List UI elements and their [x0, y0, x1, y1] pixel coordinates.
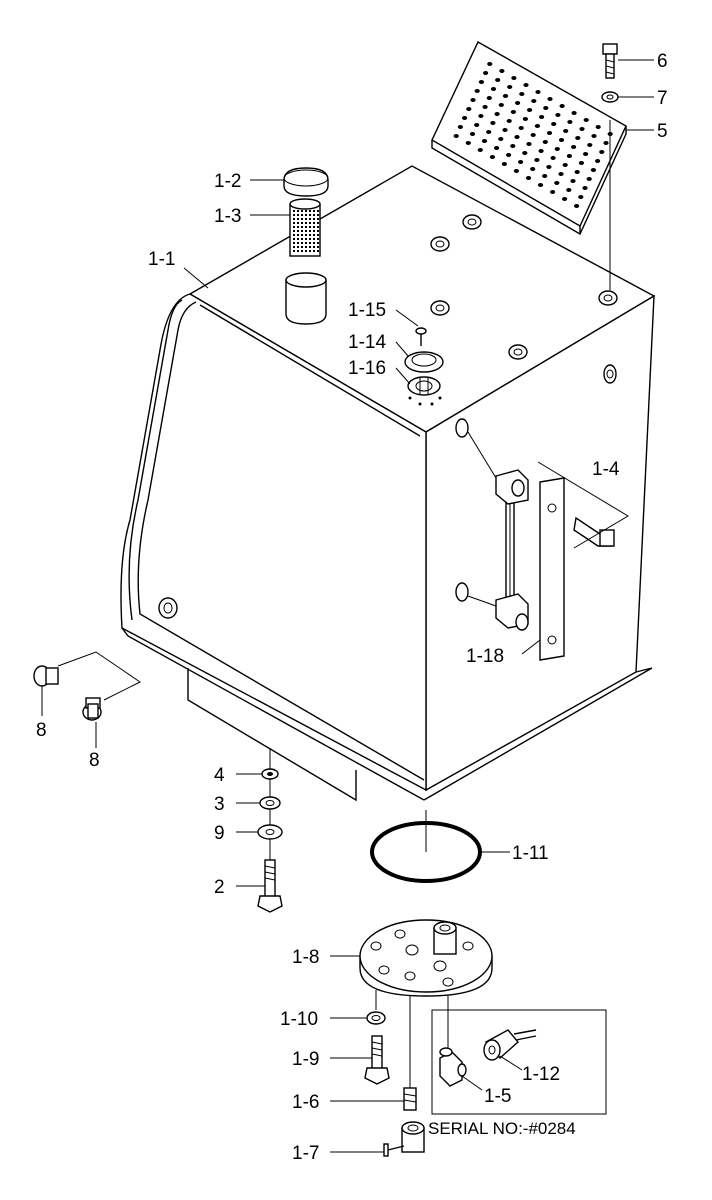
- serial-note: SERIAL NO:-#0284: [428, 1119, 576, 1138]
- label-1-2: 1-2: [214, 171, 241, 192]
- label-8a: 8: [36, 720, 47, 741]
- label-5: 5: [657, 121, 668, 142]
- nipple-1-6: [403, 1087, 417, 1111]
- bolt-6: [602, 43, 618, 79]
- label-1-9: 1-9: [292, 1049, 319, 1070]
- label-1-7: 1-7: [292, 1143, 319, 1164]
- label-6: 6: [657, 51, 668, 72]
- o-ring-1-11: [370, 810, 482, 883]
- top-bosses: [158, 214, 618, 619]
- cap-1-2: [283, 167, 329, 197]
- label-4: 4: [214, 765, 225, 786]
- fitting-1-7: [383, 1121, 425, 1157]
- label-1-18: 1-18: [466, 646, 504, 667]
- label-1-1: 1-1: [148, 249, 175, 270]
- label-1-10: 1-10: [280, 1009, 318, 1030]
- callout-bracket-8: [57, 651, 141, 701]
- label-1-4: 1-4: [592, 459, 620, 480]
- level-gauge-1-18: [467, 431, 529, 631]
- label-8b: 8: [89, 750, 100, 771]
- label-3: 3: [214, 794, 225, 815]
- plug-8a: [33, 665, 59, 687]
- bolt-1-9: [364, 1035, 390, 1085]
- elbow-1-5: [439, 1047, 467, 1087]
- label-7: 7: [657, 88, 668, 109]
- label-2: 2: [214, 877, 225, 898]
- label-1-6: 1-6: [292, 1092, 319, 1113]
- cap-plate-1-14: [404, 351, 444, 373]
- leader-lines: [183, 59, 654, 1153]
- fitting-1-12: [483, 1029, 537, 1061]
- label-1-14: 1-14: [348, 332, 386, 353]
- tank-body: [120, 165, 656, 802]
- perforated-cover-plate: [431, 41, 627, 235]
- washer-3: [259, 796, 281, 810]
- washer-4: [261, 768, 279, 780]
- bolt-2: [257, 859, 283, 913]
- label-1-12: 1-12: [522, 1064, 560, 1085]
- strainer-1-3: [289, 198, 321, 257]
- gauge-guard-1-4: [539, 477, 565, 661]
- label-1-15: 1-15: [348, 300, 386, 321]
- label-1-16: 1-16: [348, 358, 386, 379]
- washer-9: [257, 824, 283, 840]
- label-1-5: 1-5: [484, 1086, 511, 1107]
- flange-1-8: [359, 919, 493, 997]
- label-9: 9: [214, 823, 225, 844]
- washer-7: [601, 91, 619, 103]
- part-labels: 6 7 5 1-2 1-3 1-1 1-15 1-14 1-16 1-4 1-1…: [36, 51, 668, 1164]
- gauge-bolt: [573, 516, 615, 547]
- gasket-1-16: [407, 376, 442, 406]
- screw-1-15: [415, 327, 427, 346]
- label-1-11: 1-11: [512, 843, 549, 864]
- washer-1-10: [366, 1011, 386, 1025]
- plug-8b: [82, 697, 102, 721]
- label-1-3: 1-3: [214, 206, 241, 227]
- serial-variant-box: [431, 1009, 607, 1115]
- label-1-8: 1-8: [292, 947, 319, 968]
- filter-neck: [285, 272, 327, 325]
- callout-bracket-1-4: [537, 461, 629, 549]
